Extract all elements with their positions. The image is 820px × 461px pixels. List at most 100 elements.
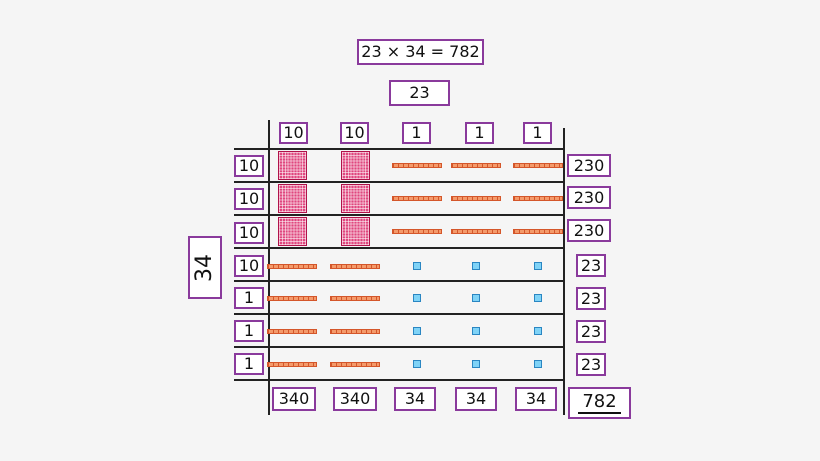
row-header-text: 10 bbox=[238, 156, 260, 175]
row-header: 1 bbox=[234, 287, 264, 309]
column-header-text: 1 bbox=[474, 123, 485, 142]
hundred-block bbox=[340, 183, 370, 213]
row-total-text: 23 bbox=[580, 354, 602, 374]
row-total: 230 bbox=[567, 186, 611, 209]
column-total-text: 34 bbox=[525, 389, 547, 408]
column-total-text: 340 bbox=[278, 389, 310, 408]
row-total: 230 bbox=[567, 154, 611, 177]
unit-cube bbox=[472, 262, 480, 270]
row-total-text: 23 bbox=[580, 255, 602, 275]
unit-cube bbox=[534, 327, 542, 335]
side-factor-text: 34 bbox=[192, 253, 217, 282]
hundred-block bbox=[277, 216, 307, 246]
grid-row-divider bbox=[234, 247, 564, 249]
unit-cube bbox=[534, 294, 542, 302]
grand-total-box: 782 bbox=[568, 387, 631, 419]
row-total: 230 bbox=[567, 219, 611, 242]
column-header: 1 bbox=[465, 122, 494, 144]
ten-rod bbox=[513, 162, 563, 168]
row-total-text: 23 bbox=[580, 288, 602, 308]
row-header: 10 bbox=[234, 222, 264, 244]
ten-rod bbox=[451, 195, 501, 201]
row-header-text: 10 bbox=[238, 223, 260, 242]
row-header: 1 bbox=[234, 353, 264, 375]
column-total: 340 bbox=[333, 387, 377, 411]
row-total: 23 bbox=[576, 254, 606, 277]
column-total-text: 340 bbox=[339, 389, 371, 408]
column-header-text: 10 bbox=[283, 123, 304, 142]
row-header: 10 bbox=[234, 155, 264, 177]
row-total-text: 230 bbox=[573, 187, 605, 207]
unit-cube bbox=[413, 327, 421, 335]
equation-text: 23 × 34 = 782 bbox=[361, 42, 480, 61]
ten-rod bbox=[330, 263, 380, 269]
row-total-text: 23 bbox=[580, 321, 602, 341]
row-total: 23 bbox=[576, 353, 606, 376]
ten-rod bbox=[451, 162, 501, 168]
unit-cube bbox=[472, 327, 480, 335]
hundred-block bbox=[340, 150, 370, 180]
grand-total-text: 782 bbox=[578, 392, 621, 414]
column-header-text: 1 bbox=[411, 123, 422, 142]
row-header-text: 1 bbox=[243, 321, 255, 340]
column-total: 34 bbox=[394, 387, 436, 411]
ten-rod bbox=[392, 162, 442, 168]
equation-box: 23 × 34 = 782 bbox=[357, 39, 484, 65]
grid-row-divider bbox=[234, 313, 564, 315]
column-header-text: 1 bbox=[532, 123, 543, 142]
row-total-text: 230 bbox=[573, 155, 605, 175]
side-factor-box: 34 bbox=[188, 236, 222, 299]
unit-cube bbox=[413, 262, 421, 270]
column-total-text: 34 bbox=[404, 389, 426, 408]
column-total: 34 bbox=[455, 387, 497, 411]
column-total: 34 bbox=[515, 387, 557, 411]
row-header-text: 10 bbox=[238, 189, 260, 208]
row-header: 10 bbox=[234, 188, 264, 210]
ten-rod bbox=[330, 328, 380, 334]
unit-cube bbox=[534, 262, 542, 270]
column-header: 1 bbox=[523, 122, 552, 144]
unit-cube bbox=[534, 360, 542, 368]
ten-rod bbox=[513, 228, 563, 234]
unit-cube bbox=[472, 294, 480, 302]
row-header: 10 bbox=[234, 255, 264, 277]
row-header-text: 10 bbox=[238, 256, 260, 275]
ten-rod bbox=[330, 361, 380, 367]
ten-rod bbox=[267, 361, 317, 367]
ten-rod bbox=[513, 195, 563, 201]
ten-rod bbox=[392, 195, 442, 201]
row-total: 23 bbox=[576, 320, 606, 343]
grid-row-divider bbox=[234, 181, 564, 183]
hundred-block bbox=[277, 150, 307, 180]
grid-row-divider bbox=[234, 214, 564, 216]
unit-cube bbox=[413, 294, 421, 302]
ten-rod bbox=[267, 295, 317, 301]
row-header: 1 bbox=[234, 320, 264, 342]
column-total: 340 bbox=[272, 387, 316, 411]
top-factor-box: 23 bbox=[389, 80, 450, 106]
ten-rod bbox=[267, 263, 317, 269]
row-total: 23 bbox=[576, 287, 606, 310]
grid-row-divider bbox=[234, 346, 564, 348]
column-total-text: 34 bbox=[465, 389, 487, 408]
row-header-text: 1 bbox=[243, 354, 255, 373]
top-factor-text: 23 bbox=[409, 83, 430, 102]
grid-right-line bbox=[563, 128, 565, 415]
ten-rod bbox=[330, 295, 380, 301]
column-header: 1 bbox=[402, 122, 431, 144]
row-total-text: 230 bbox=[573, 220, 605, 240]
unit-cube bbox=[472, 360, 480, 368]
hundred-block bbox=[277, 183, 307, 213]
row-header-text: 1 bbox=[243, 288, 255, 307]
unit-cube bbox=[413, 360, 421, 368]
ten-rod bbox=[392, 228, 442, 234]
ten-rod bbox=[451, 228, 501, 234]
ten-rod bbox=[267, 328, 317, 334]
hundred-block bbox=[340, 216, 370, 246]
column-header: 10 bbox=[340, 122, 369, 144]
grid-row-divider bbox=[234, 280, 564, 282]
grid-top-line bbox=[234, 148, 564, 150]
column-header: 10 bbox=[279, 122, 308, 144]
column-header-text: 10 bbox=[344, 123, 365, 142]
grid-bottom-line bbox=[234, 379, 564, 381]
